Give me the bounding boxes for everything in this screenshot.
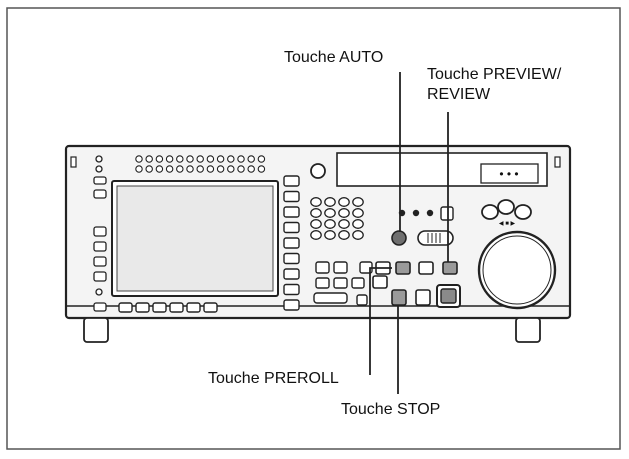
grid-button	[186, 165, 194, 173]
keypad-key	[310, 197, 322, 207]
soft-key	[118, 302, 133, 313]
preroll-button[interactable]	[395, 261, 411, 275]
side-function-keys	[283, 175, 300, 311]
grid-button	[155, 155, 164, 163]
side-key	[283, 190, 300, 203]
numeric-keypad	[310, 197, 364, 240]
soft-key	[203, 302, 218, 313]
stop-button[interactable]	[391, 289, 407, 306]
top-knob	[310, 163, 326, 179]
left-rack-ear	[70, 156, 77, 168]
grid-button	[237, 155, 245, 163]
grid-button	[145, 155, 153, 163]
grid-button	[216, 165, 225, 173]
play-button[interactable]	[436, 284, 461, 308]
soft-key	[169, 302, 184, 313]
keypad-key	[324, 219, 336, 229]
counter-window	[480, 163, 539, 184]
grid-button	[227, 165, 235, 173]
grid-button	[145, 165, 153, 173]
side-key	[283, 283, 300, 296]
grid-button	[206, 155, 215, 163]
label-preroll: Touche PREROLL	[208, 370, 339, 387]
grid-button	[176, 165, 184, 173]
grid-button	[196, 165, 204, 173]
screen-soft-keys	[118, 302, 218, 313]
grid-button	[135, 155, 143, 163]
left-foot	[83, 317, 109, 343]
jog-arrows-icon: ◀ ■ ▶	[499, 221, 516, 227]
callout-lines	[369, 72, 449, 394]
keypad-key	[324, 208, 336, 218]
keypad-key	[310, 219, 322, 229]
grid-button	[165, 155, 174, 163]
preview-review-button[interactable]	[442, 261, 458, 275]
jog-shuttle-dial[interactable]	[477, 230, 557, 310]
grid-button	[216, 155, 225, 163]
auto-companion-key	[440, 206, 454, 221]
grid-button	[196, 155, 204, 163]
label-auto: Touche AUTO	[284, 49, 383, 66]
soft-key	[152, 302, 167, 313]
jog-mode-buttons	[481, 199, 532, 220]
keypad-key	[352, 208, 364, 218]
shuttle-toggle	[417, 230, 454, 246]
soft-key	[186, 302, 201, 313]
side-key	[283, 268, 300, 280]
transport-key-mid	[418, 261, 434, 275]
side-key	[283, 299, 300, 311]
grid-button	[237, 165, 245, 173]
side-key	[283, 221, 300, 234]
lcd-screen	[111, 180, 279, 297]
counter-dots: • • •	[499, 167, 518, 181]
soft-key	[135, 302, 150, 313]
grid-button	[165, 165, 174, 173]
auto-button[interactable]	[391, 230, 407, 246]
label-stop: Touche STOP	[341, 401, 440, 418]
grid-button	[176, 155, 184, 163]
grid-button	[206, 165, 215, 173]
keypad-key	[324, 197, 336, 207]
keypad-key	[352, 230, 364, 240]
keypad-key	[338, 208, 350, 218]
status-leds	[398, 209, 434, 217]
keypad-key	[310, 208, 322, 218]
grid-button	[257, 165, 266, 173]
left-column-buttons	[93, 155, 107, 312]
grid-button	[186, 155, 194, 163]
grid-button	[257, 155, 266, 163]
side-key	[283, 237, 300, 249]
keypad-key	[324, 230, 336, 240]
keypad-key	[310, 230, 322, 240]
label-preview-line1: Touche PREVIEW/	[427, 66, 562, 83]
right-foot	[515, 317, 541, 343]
label-preview-line2: REVIEW	[427, 86, 491, 103]
keypad-key	[338, 197, 350, 207]
edit-keys	[313, 261, 373, 306]
grid-button	[155, 165, 164, 173]
grid-button	[135, 165, 143, 173]
grid-button	[227, 155, 235, 163]
side-key	[283, 252, 300, 265]
keypad-key	[352, 197, 364, 207]
keypad-key	[352, 219, 364, 229]
top-button-grid	[135, 155, 266, 173]
keypad-key	[338, 219, 350, 229]
right-rack-ear	[554, 156, 561, 168]
grid-button	[247, 165, 255, 173]
grid-button	[247, 155, 255, 163]
side-key	[283, 206, 300, 218]
side-key	[283, 175, 300, 187]
keypad-key	[338, 230, 350, 240]
